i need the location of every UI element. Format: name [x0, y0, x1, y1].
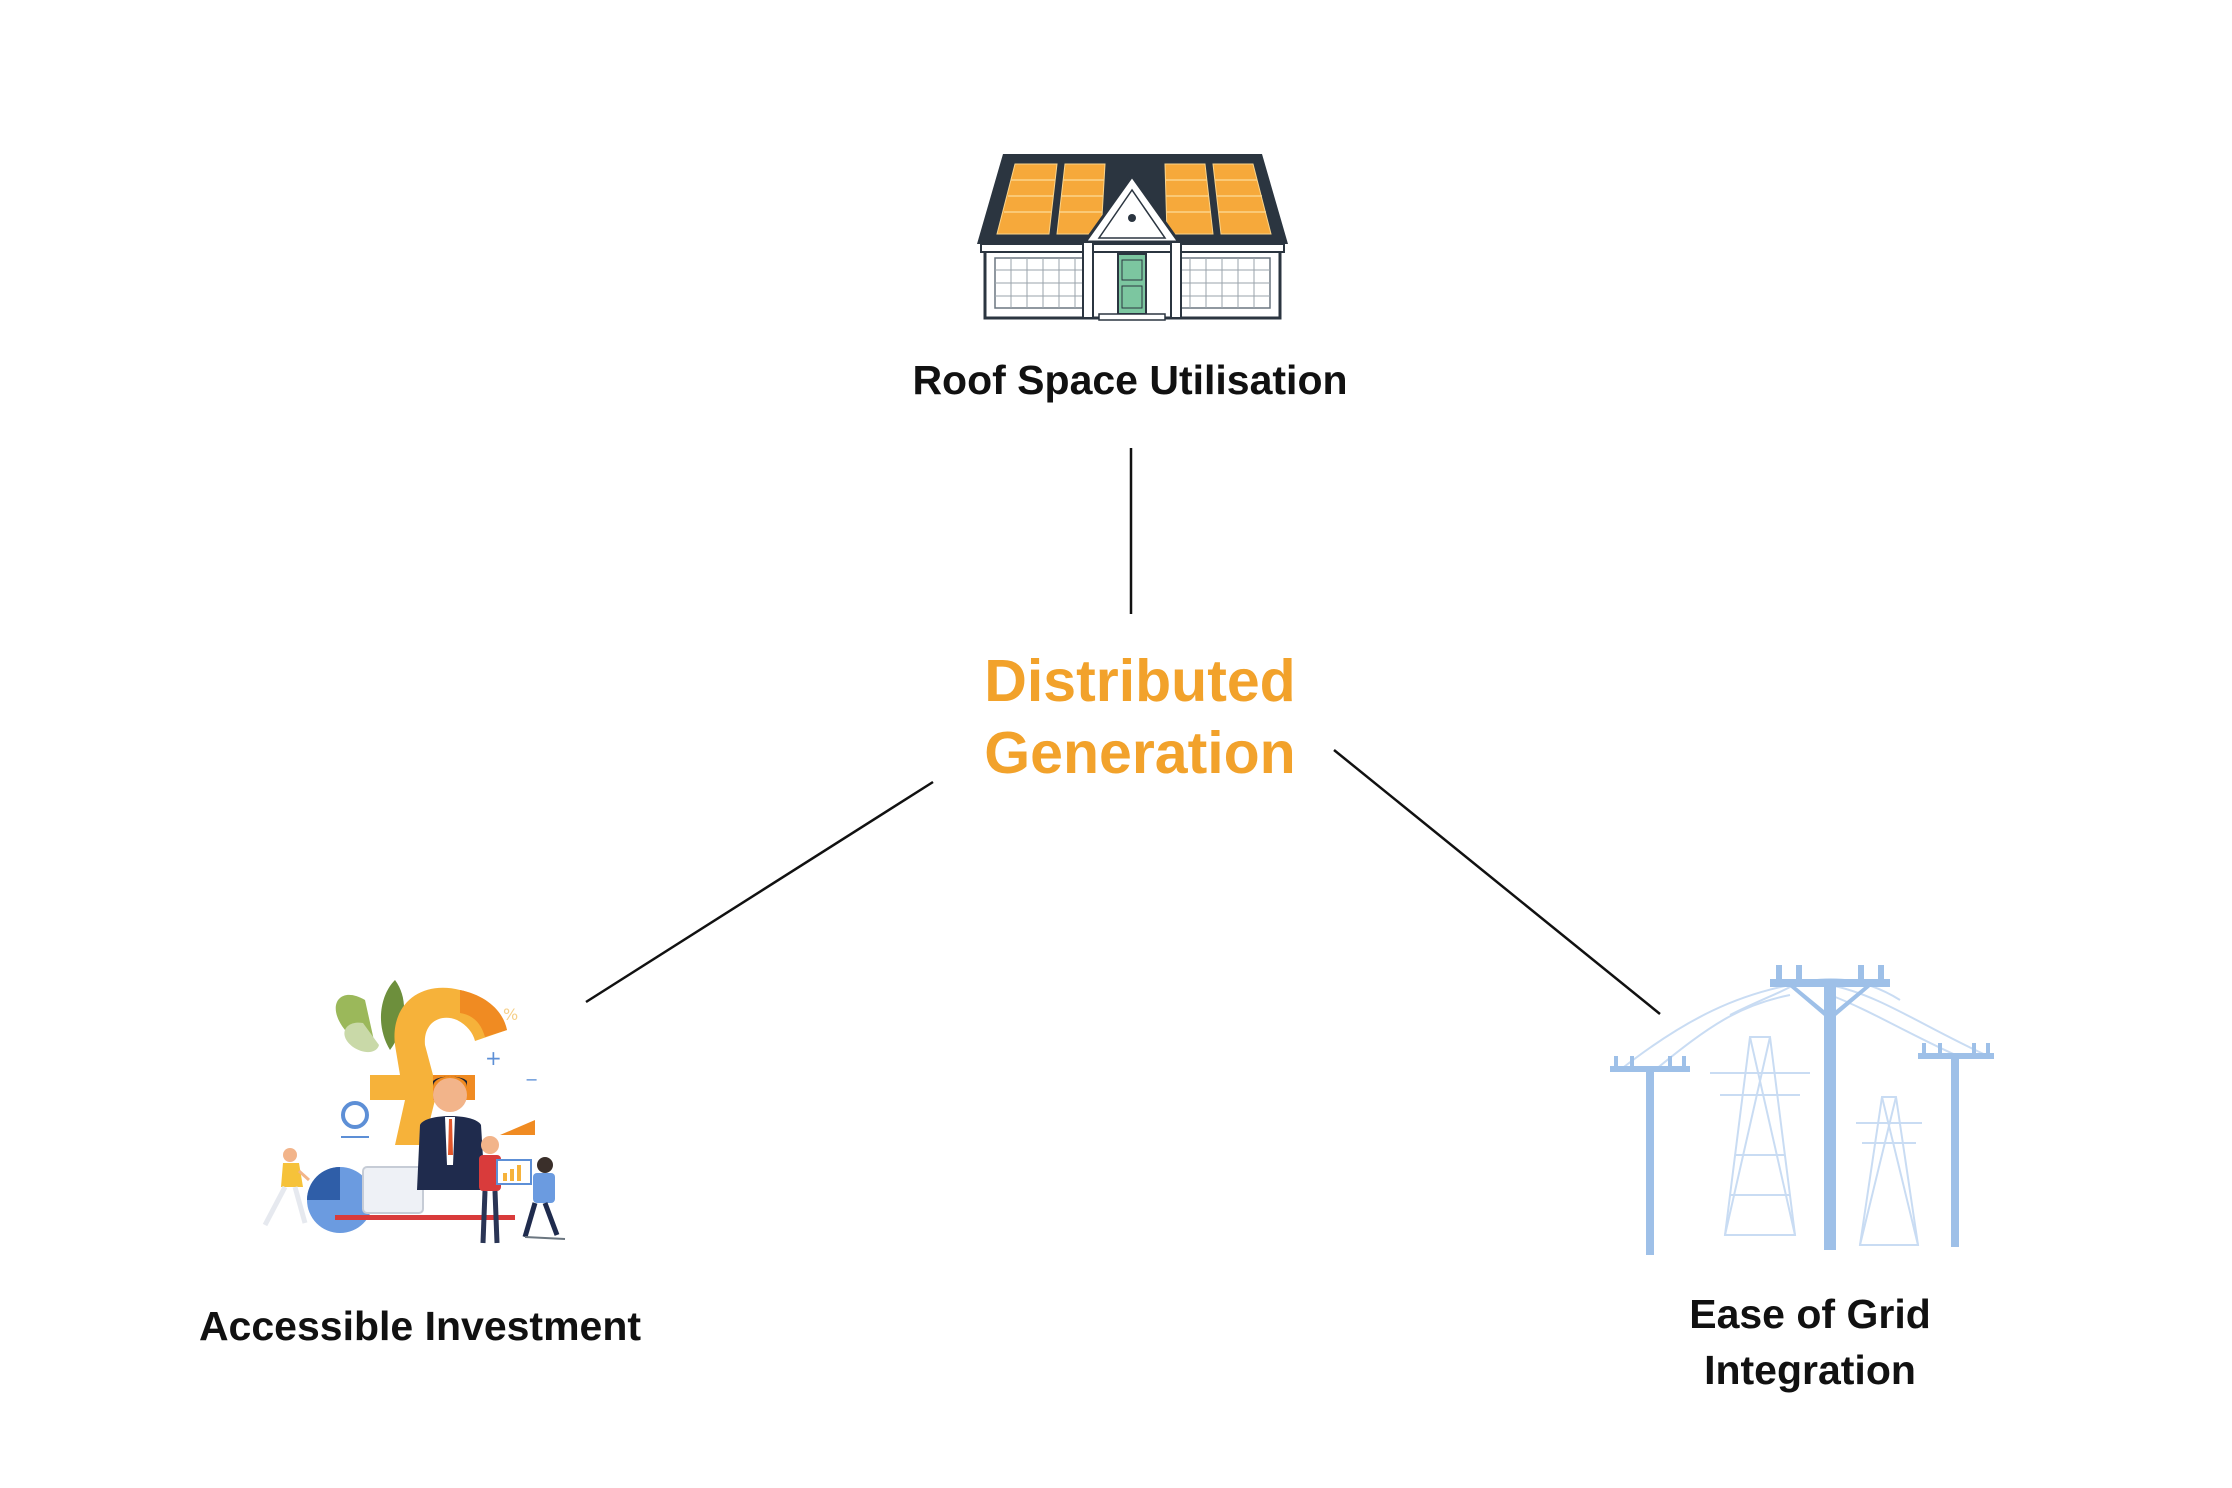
- investment-illustration-icon: + −: [245, 975, 575, 1265]
- roof-space-label: Roof Space Utilisation: [912, 357, 1348, 403]
- connector-left: [585, 780, 934, 1004]
- solar-house-icon: [975, 150, 1290, 322]
- center-title: Distributed Generation: [900, 645, 1380, 789]
- power-lines-icon: [1600, 955, 2010, 1255]
- svg-text:−: −: [525, 1070, 538, 1089]
- accessible-investment-label: Accessible Investment: [198, 1303, 642, 1349]
- svg-text:%: %: [503, 1005, 518, 1024]
- ease-of-grid-label-line-2: Integration: [1704, 1347, 1916, 1393]
- center-title-line-2: Generation: [984, 720, 1296, 786]
- ease-of-grid-label: Ease of Grid Integration: [1560, 1286, 2060, 1398]
- center-title-line-1: Distributed: [984, 648, 1296, 714]
- connector-right: [1333, 749, 1661, 1015]
- ease-of-grid-label-line-1: Ease of Grid: [1689, 1291, 1931, 1337]
- svg-text:+: +: [485, 1046, 502, 1070]
